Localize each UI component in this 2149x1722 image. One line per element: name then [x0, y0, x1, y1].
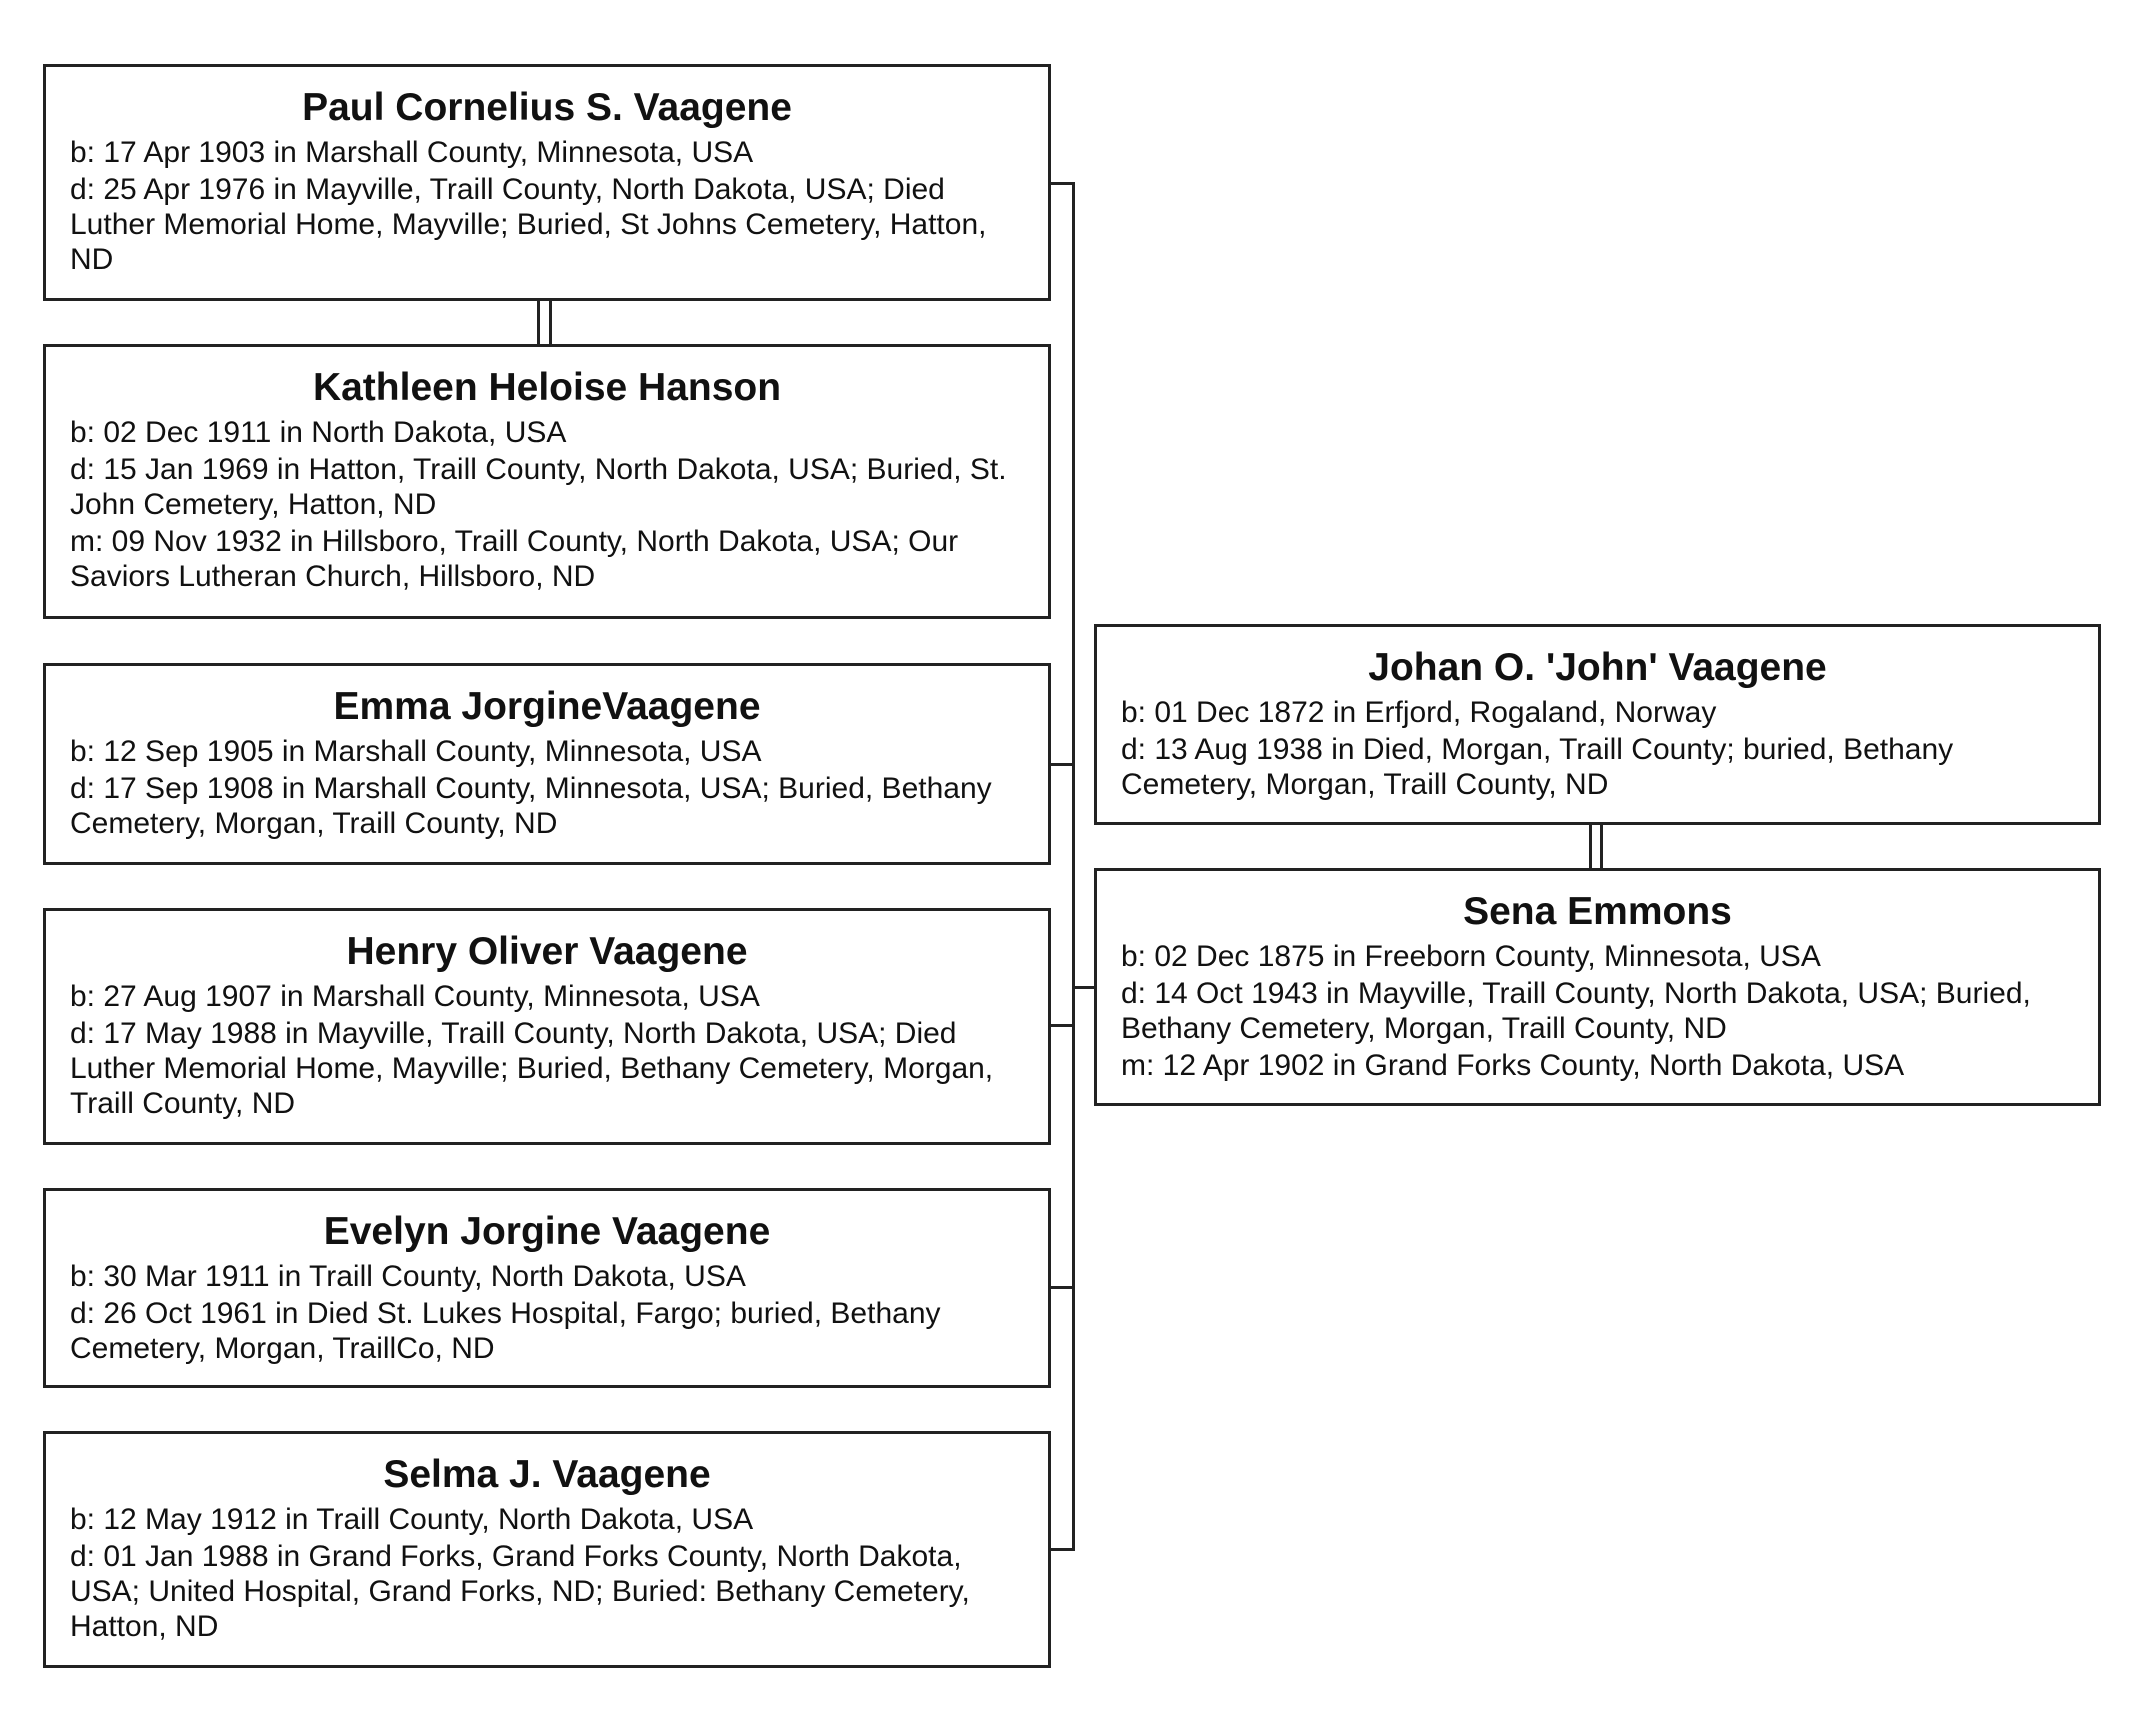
birth-info: b: 02 Dec 1911 in North Dakota, USA [70, 416, 567, 449]
birth-info: b: 30 Mar 1911 in Traill County, North D… [70, 1260, 746, 1293]
person-card-paul[interactable]: Paul Cornelius S. Vaagene b: 17 Apr 1903… [43, 64, 1051, 301]
parent-connector [1072, 986, 1095, 989]
death-info: d: 17 Sep 1908 in Marshall County, Minne… [70, 772, 992, 840]
person-card-emma[interactable]: Emma JorgineVaagene b: 12 Sep 1905 in Ma… [43, 663, 1051, 865]
sibling-tick-henry [1051, 1024, 1075, 1027]
death-info: d: 25 Apr 1976 in Mayville, Traill Count… [70, 173, 987, 276]
birth-info: b: 17 Apr 1903 in Marshall County, Minne… [70, 136, 754, 169]
death-info: d: 15 Jan 1969 in Hatton, Traill County,… [70, 453, 1007, 521]
person-name: Kathleen Heloise Hanson [312, 366, 782, 409]
person-name: Selma J. Vaagene [383, 1453, 711, 1496]
person-card-henry[interactable]: Henry Oliver Vaagene b: 27 Aug 1907 in M… [43, 908, 1051, 1145]
death-info: d: 01 Jan 1988 in Grand Forks, Grand For… [70, 1540, 970, 1643]
birth-info: b: 02 Dec 1875 in Freeborn County, Minne… [1121, 940, 1821, 973]
spouse-connector-paul-kathleen-2 [549, 301, 552, 344]
death-info: d: 17 May 1988 in Mayville, Traill Count… [70, 1017, 994, 1120]
person-card-kathleen[interactable]: Kathleen Heloise Hanson b: 02 Dec 1911 i… [43, 344, 1051, 619]
sibling-tick-emma [1051, 763, 1075, 766]
person-name: Emma JorgineVaagene [333, 685, 761, 728]
person-card-sena[interactable]: Sena Emmons b: 02 Dec 1875 in Freeborn C… [1094, 868, 2101, 1106]
marriage-info: m: 09 Nov 1932 in Hillsboro, Traill Coun… [70, 525, 959, 593]
person-name: Johan O. 'John' Vaagene [1368, 646, 1827, 689]
person-card-evelyn[interactable]: Evelyn Jorgine Vaagene b: 30 Mar 1911 in… [43, 1188, 1051, 1388]
spouse-connector-johan-sena-2 [1600, 825, 1603, 869]
sibling-tick-paul [1051, 182, 1075, 185]
birth-info: b: 27 Aug 1907 in Marshall County, Minne… [70, 980, 760, 1013]
person-card-selma[interactable]: Selma J. Vaagene b: 12 May 1912 in Trail… [43, 1431, 1051, 1668]
birth-info: b: 01 Dec 1872 in Erfjord, Rogaland, Nor… [1121, 696, 1717, 729]
birth-info: b: 12 May 1912 in Traill County, North D… [70, 1503, 754, 1536]
birth-info: b: 12 Sep 1905 in Marshall County, Minne… [70, 735, 762, 768]
death-info: d: 13 Aug 1938 in Died, Morgan, Traill C… [1121, 733, 1954, 801]
death-info: d: 26 Oct 1961 in Died St. Lukes Hospita… [70, 1297, 941, 1365]
marriage-info: m: 12 Apr 1902 in Grand Forks County, No… [1121, 1049, 1905, 1082]
person-name: Sena Emmons [1463, 890, 1732, 933]
spouse-connector-johan-sena [1589, 825, 1592, 869]
sibling-bracket-vertical [1072, 182, 1075, 1551]
sibling-tick-evelyn [1051, 1286, 1075, 1289]
sibling-tick-selma [1051, 1548, 1075, 1551]
death-info: d: 14 Oct 1943 in Mayville, Traill Count… [1121, 977, 2031, 1045]
spouse-connector-paul-kathleen [537, 301, 540, 344]
person-card-johan[interactable]: Johan O. 'John' Vaagene b: 01 Dec 1872 i… [1094, 624, 2101, 825]
person-name: Evelyn Jorgine Vaagene [323, 1210, 771, 1253]
person-name: Paul Cornelius S. Vaagene [302, 86, 792, 129]
person-name: Henry Oliver Vaagene [346, 930, 748, 973]
